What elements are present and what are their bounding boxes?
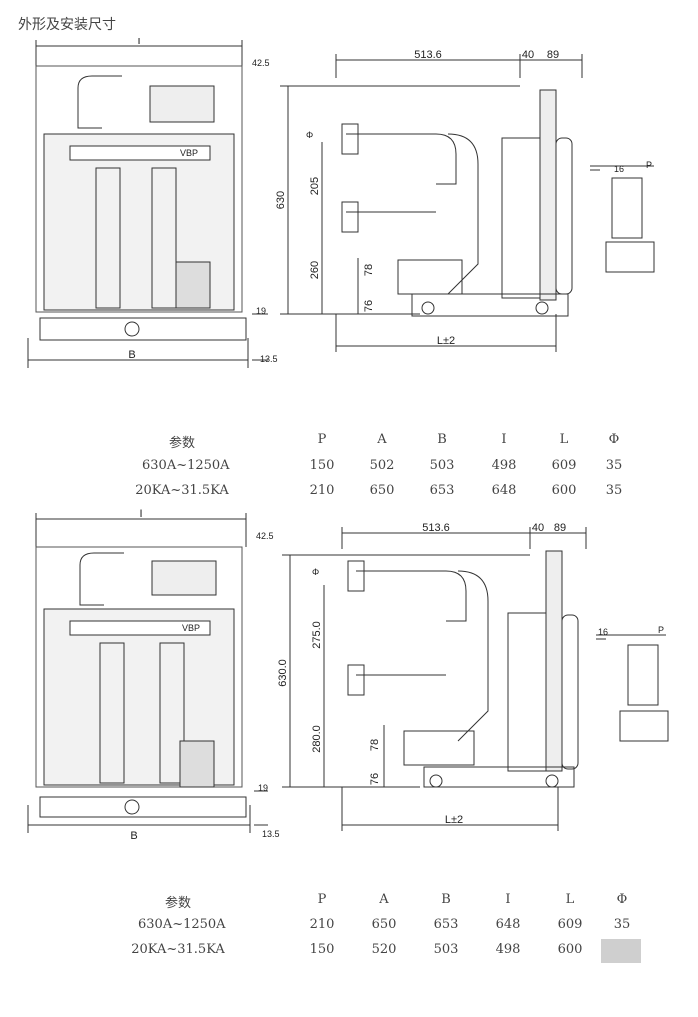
header-cell: Φ: [608, 432, 620, 447]
table-cell: 648: [495, 917, 521, 932]
table-cell: 653: [429, 483, 455, 498]
dim-275: 275.0: [311, 621, 323, 649]
table-header: 参数 P A B I L Φ: [0, 892, 698, 916]
dim-40: 40: [532, 522, 544, 534]
header-cell: A: [379, 892, 389, 907]
table-cell: 650: [369, 483, 395, 498]
table-cell: 609: [551, 458, 577, 473]
table-cell: 150: [309, 942, 335, 957]
table-cell: 498: [495, 942, 521, 957]
dim-513-6: 513.6: [414, 49, 442, 61]
dim-13-5: 13.5: [260, 354, 278, 364]
table-cell: 35: [605, 458, 623, 473]
header-cell: P: [317, 432, 327, 447]
header-cell: 参数: [164, 896, 191, 911]
table-row: 20KA~31.5KA 150 520 503 498 600: [0, 939, 698, 966]
dim-p: P: [646, 160, 652, 170]
dimension-drawing-2: I 42.5 VBP B 19 13.5 513.6 40 89 630.0 2…: [27, 508, 669, 842]
dim-40: 40: [522, 49, 534, 61]
table-cell: 520: [371, 942, 397, 957]
dim-78: 78: [363, 264, 375, 276]
dim-513-6: 513.6: [422, 522, 450, 534]
table-cell: 630A~1250A: [142, 458, 230, 473]
dim-42: 42.5: [252, 58, 270, 68]
header-cell: I: [505, 892, 511, 907]
dim-19: 19: [256, 306, 266, 316]
dim-i: I: [139, 508, 142, 520]
table-cell: 498: [491, 458, 517, 473]
table-cell: 630A~1250A: [138, 917, 226, 932]
dimension-drawing-1: I 42.5 VBP B 19 13.5 513.6 40 89 630 205…: [27, 38, 655, 368]
header-cell: L: [565, 892, 575, 907]
parameter-table-1: 参数 P A B I L Φ 630A~1250A 150 502 503 49…: [0, 432, 698, 512]
table-cell: 20KA~31.5KA: [131, 942, 225, 957]
dim-16: 16: [598, 627, 608, 637]
header-cell: P: [317, 892, 327, 907]
dim-89: 89: [547, 49, 559, 61]
dim-phi: Φ: [306, 130, 313, 140]
dim-76: 76: [363, 300, 375, 312]
brand-label: VBP: [180, 148, 198, 158]
dim-78: 78: [369, 739, 381, 751]
dim-16: 16: [614, 164, 624, 174]
table-cell: 20KA~31.5KA: [135, 483, 229, 498]
header-cell: I: [501, 432, 507, 447]
dim-89: 89: [554, 522, 566, 534]
table-cell: 35: [605, 483, 623, 498]
dim-630: 630.0: [277, 659, 289, 687]
header-cell: B: [437, 432, 447, 447]
page-title: 外形及安装尺寸: [18, 17, 116, 33]
table-cell: 150: [309, 458, 335, 473]
table-cell: 503: [429, 458, 455, 473]
table-cell: 210: [309, 917, 335, 932]
header-cell: Φ: [616, 892, 628, 907]
header-cell: 参数: [168, 436, 195, 451]
table-row: 630A~1250A 210 650 653 648 609 35: [0, 917, 698, 941]
dim-76: 76: [369, 773, 381, 785]
table-cell: 600: [557, 942, 583, 957]
brand-label: VBP: [182, 623, 200, 633]
dim-b: B: [130, 830, 137, 842]
table-cell: 609: [557, 917, 583, 932]
table-cell: 502: [369, 458, 395, 473]
dim-42: 42.5: [256, 531, 274, 541]
dim-630: 630: [275, 191, 287, 209]
dim-280: 280.0: [311, 725, 323, 753]
table-cell: 35: [613, 917, 631, 932]
header-cell: A: [377, 432, 387, 447]
table-cell: 600: [551, 483, 577, 498]
table-cell: 653: [433, 917, 459, 932]
table-header: 参数 P A B I L Φ: [0, 432, 698, 456]
table-cell: 648: [491, 483, 517, 498]
dim-i: I: [137, 38, 140, 47]
table-cell: 210: [309, 483, 335, 498]
dim-19: 19: [258, 783, 268, 793]
table-row: 630A~1250A 150 502 503 498 609 35: [0, 458, 698, 482]
header-cell: B: [441, 892, 451, 907]
dim-b: B: [128, 349, 135, 361]
dim-260: 260: [309, 261, 321, 279]
dim-phi: Φ: [312, 567, 319, 577]
dim-p: P: [658, 625, 664, 635]
table-cell: 503: [433, 942, 459, 957]
table-cell: 650: [371, 917, 397, 932]
dim-13-5: 13.5: [262, 829, 280, 839]
empty-shaded-cell: [601, 939, 641, 963]
dim-l: L±2: [445, 814, 463, 826]
dim-l: L±2: [437, 335, 455, 347]
header-cell: L: [559, 432, 569, 447]
parameter-table-2: 参数 P A B I L Φ 630A~1250A 210 650 653 64…: [0, 892, 698, 972]
dim-205: 205: [309, 177, 321, 195]
table-row: 20KA~31.5KA 210 650 653 648 600 35: [0, 483, 698, 507]
